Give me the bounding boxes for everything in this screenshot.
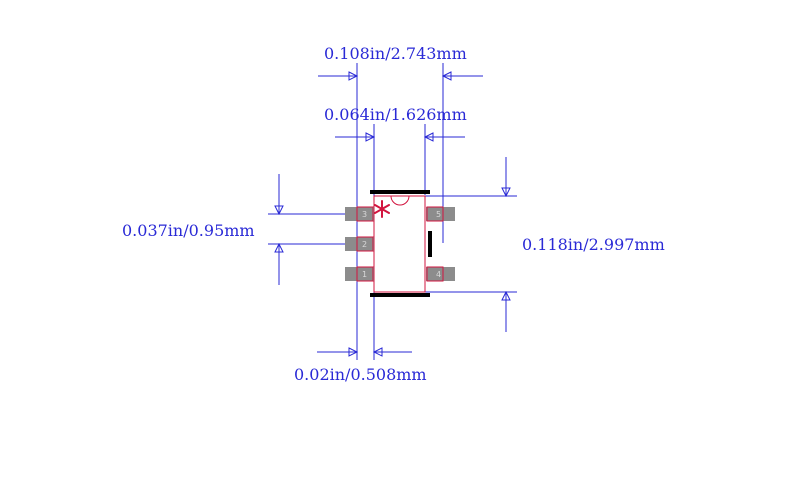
pin-label-4: 4 (436, 270, 441, 279)
overall-width-label: 0.108in/2.743mm (324, 44, 467, 63)
pad-5: 5 (426, 206, 455, 222)
pad-4: 4 (426, 266, 455, 282)
silkscreen-side-mark (428, 231, 432, 257)
silkscreen-top-line (370, 190, 430, 194)
body-width-label: 0.064in/1.626mm (324, 105, 467, 124)
pad-2: 2 (345, 236, 374, 252)
pin-label-2: 2 (362, 240, 367, 249)
pads: 1 2 3 4 5 (345, 206, 455, 282)
pad-width-label: 0.02in/0.508mm (294, 365, 427, 384)
pin-pitch-label: 0.037in/0.95mm (122, 221, 255, 240)
overall-length-label: 0.118in/2.997mm (522, 235, 665, 254)
pin-label-1: 1 (362, 270, 367, 279)
pad-1: 1 (345, 266, 374, 282)
pin-label-5: 5 (436, 210, 441, 219)
pin1-marker-icon (374, 200, 390, 218)
dimension-arrows (274, 71, 511, 357)
pin-label-3: 3 (362, 210, 367, 219)
pad-3: 3 (345, 206, 374, 222)
silkscreen (370, 190, 432, 297)
silkscreen-bottom-line (370, 293, 430, 297)
